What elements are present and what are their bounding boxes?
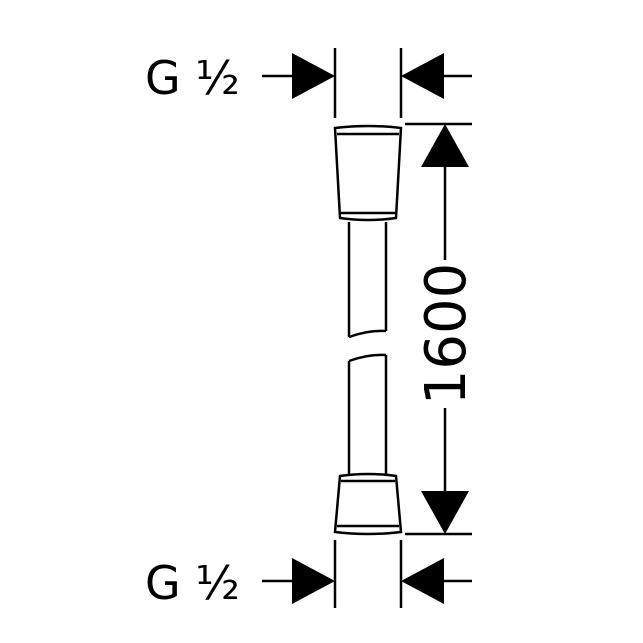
- bottom-thread-dimension: [262, 540, 472, 608]
- upper-nut-outline: [333, 124, 403, 222]
- lower-hose-segment: [347, 353, 388, 474]
- bottom-thread-label: G ½: [145, 556, 240, 610]
- bottom-left-arrowhead: [292, 558, 335, 604]
- length-label: 1600: [414, 263, 479, 406]
- upper-fitting: [333, 124, 403, 222]
- length-bottom-arrowhead: [421, 491, 469, 534]
- top-thread-label: G ½: [145, 51, 240, 105]
- lower-nut-outline: [333, 472, 403, 536]
- lower-fitting: [333, 472, 403, 536]
- upper-hose-segment: [347, 222, 388, 339]
- upper-hose-break-line: [348, 329, 387, 339]
- length-top-arrowhead: [421, 124, 469, 167]
- length-dimension: [405, 122, 472, 536]
- lower-hose-break-line: [348, 353, 387, 363]
- top-left-arrowhead: [292, 53, 335, 99]
- top-thread-dimension: [262, 48, 472, 118]
- bottom-right-arrowhead: [401, 558, 444, 604]
- top-right-arrowhead: [401, 53, 444, 99]
